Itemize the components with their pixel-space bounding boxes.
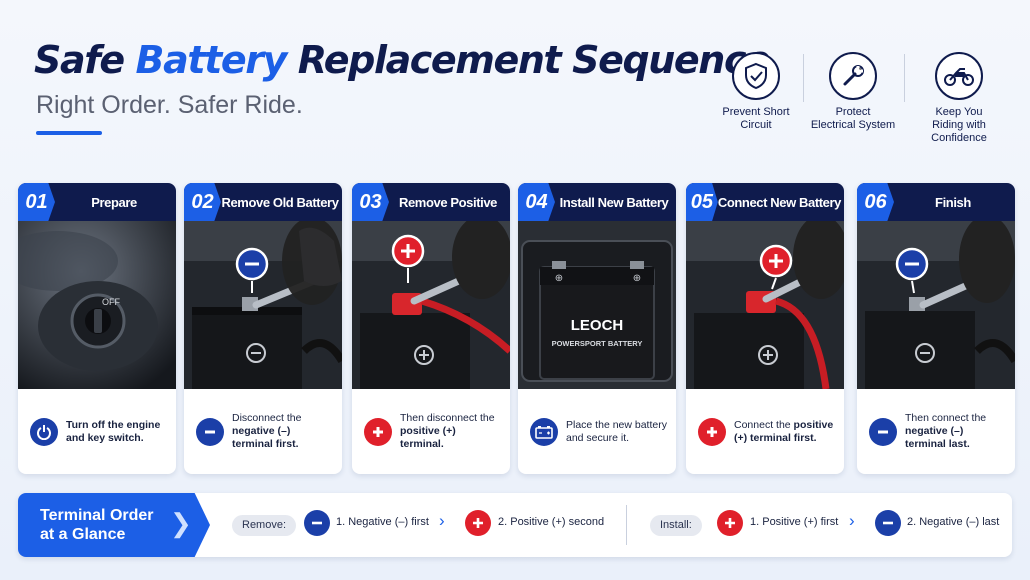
step-photo-connect-positive: [686, 221, 844, 389]
remove-step-2: 2. Positive (+) second: [498, 516, 605, 528]
step-description: Then connect the negative (–) terminal l…: [857, 389, 1015, 474]
title-underline: [36, 131, 102, 135]
benefit-label-line2: Electrical System: [810, 119, 896, 131]
step-text: Then disconnect the positive (+) termina…: [400, 412, 495, 450]
step-card-03: 03 Remove Positive Then disconnect the po…: [352, 183, 510, 474]
glance-divider: [626, 505, 627, 545]
glance-title-line2: at a Glance: [40, 526, 126, 543]
step-photo-remove-positive: [352, 221, 510, 389]
benefit-label-line1: Keep You: [935, 106, 983, 118]
minus-icon: [196, 417, 224, 446]
step-card-06: 06 Finish Then connect the negative (–) t…: [857, 183, 1015, 474]
chevron-right-icon: ❯: [170, 508, 192, 538]
benefit-label-line1: Prevent Short: [722, 106, 790, 118]
benefit-divider: [904, 54, 905, 102]
svg-text:⊕: ⊕: [633, 273, 641, 284]
remove-step-1: 1. Negative (–) first: [336, 516, 429, 528]
benefit-label-line1: Protect: [835, 106, 871, 118]
step-text: Connect the positive (+) terminal first.: [734, 418, 834, 444]
benefit-label-line2: Riding with Confidence: [931, 119, 987, 144]
plus-icon: [717, 510, 743, 536]
minus-icon: [304, 510, 330, 536]
step-title: Prepare: [91, 194, 137, 210]
minus-icon: [875, 510, 901, 536]
step-title: Finish: [935, 194, 971, 210]
step-number: 05: [686, 183, 718, 221]
step-text: Place the new battery and secure it.: [566, 418, 667, 444]
step-photo-connect-negative: [857, 221, 1015, 389]
step-photo-new-battery: ⊕ ⊕ LEOCH POWERSPORT BATTERY: [518, 221, 676, 389]
step-text: Turn off the engine and key switch.: [66, 418, 161, 444]
terminal-order-bar: Terminal Order at a Glance ❯ Remove: 1. N…: [18, 493, 1012, 557]
step-number: 01: [18, 183, 55, 221]
step-number: 04: [518, 183, 555, 221]
step-title: Install New Battery: [559, 194, 669, 210]
step-photo-remove-negative: [184, 221, 342, 389]
minus-icon: [869, 417, 897, 446]
step-text: Disconnect the negative (–) terminal fir…: [232, 412, 302, 450]
step-text: Then connect the negative (–) terminal l…: [905, 412, 987, 450]
shield-check-icon: [732, 52, 780, 100]
page-subtitle: Right Order. Safer Ride.: [36, 91, 303, 119]
glance-title-line1: Terminal Order: [40, 507, 154, 524]
plus-icon: [698, 417, 726, 446]
step-number: 06: [857, 183, 894, 221]
step-title: Remove Positive: [398, 194, 498, 210]
wrench-icon: [829, 52, 877, 100]
step-number: 03: [352, 183, 389, 221]
plus-icon: [364, 417, 392, 446]
step-number: 02: [184, 183, 221, 221]
install-step-1: 1. Positive (+) first: [750, 516, 839, 528]
step-title: Connect New Battery: [717, 194, 842, 210]
arrow-right-icon: ›: [849, 511, 855, 530]
step-header: 06 Finish: [857, 183, 1015, 221]
battery-brand-label: LEOCH: [571, 317, 624, 334]
install-label: Install:: [650, 515, 702, 536]
step-description: Place the new battery and secure it.: [518, 389, 676, 474]
step-description: Connect the positive (+) terminal first.: [686, 389, 844, 474]
terminal-order-heading: Terminal Order at a Glance ❯: [18, 493, 210, 557]
benefit-label-line2: Circuit: [740, 119, 772, 131]
step-photo-ignition: OFF: [18, 221, 176, 389]
step-title: Remove Old Battery: [221, 194, 339, 210]
arrow-right-icon: ›: [439, 511, 445, 530]
motorcycle-icon: [935, 52, 983, 100]
svg-text:⊕: ⊕: [555, 273, 563, 284]
install-step-2: 2. Negative (–) last: [907, 516, 1000, 528]
page-title: Safe Battery Replacement Sequence: [34, 38, 771, 82]
step-header: 01 Prepare: [18, 183, 176, 221]
benefit-divider: [803, 54, 804, 102]
step-description: Disconnect the negative (–) terminal fir…: [184, 389, 342, 474]
step-description: Turn off the engine and key switch.: [18, 389, 176, 474]
battery-type-label: POWERSPORT BATTERY: [552, 339, 643, 348]
plus-icon: [465, 510, 491, 536]
remove-label: Remove:: [232, 515, 297, 536]
step-header: 03 Remove Positive: [352, 183, 510, 221]
step-card-01: 01 Prepare OFF Turn off the engine and ke…: [18, 183, 176, 474]
battery-icon: [530, 417, 558, 446]
key-off-label: OFF: [102, 297, 120, 307]
step-description: Then disconnect the positive (+) termina…: [352, 389, 510, 474]
power-icon: [30, 417, 58, 446]
